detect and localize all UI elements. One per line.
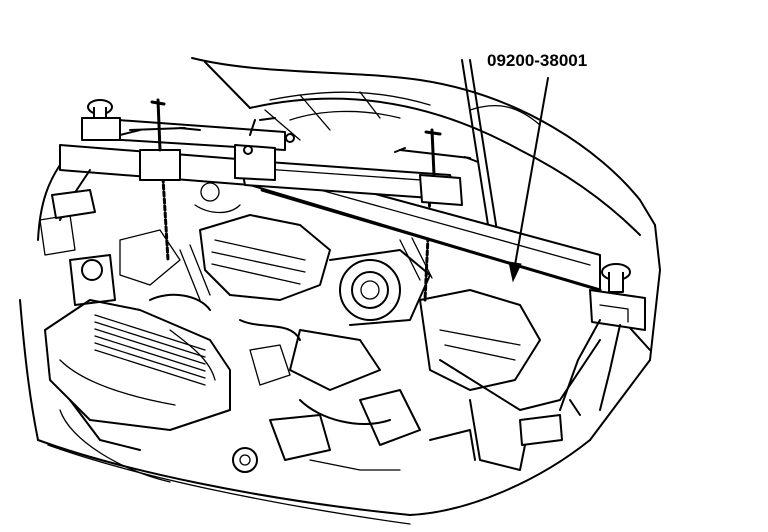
engine-block — [39, 182, 601, 473]
callout-leader — [508, 77, 549, 283]
callout-part-number: 09200-38001 — [487, 51, 587, 70]
vehicle-body — [19, 164, 661, 525]
hood — [191, 57, 656, 251]
engine-support-fixture-icon — [51, 98, 651, 446]
engine-cover — [44, 299, 231, 451]
